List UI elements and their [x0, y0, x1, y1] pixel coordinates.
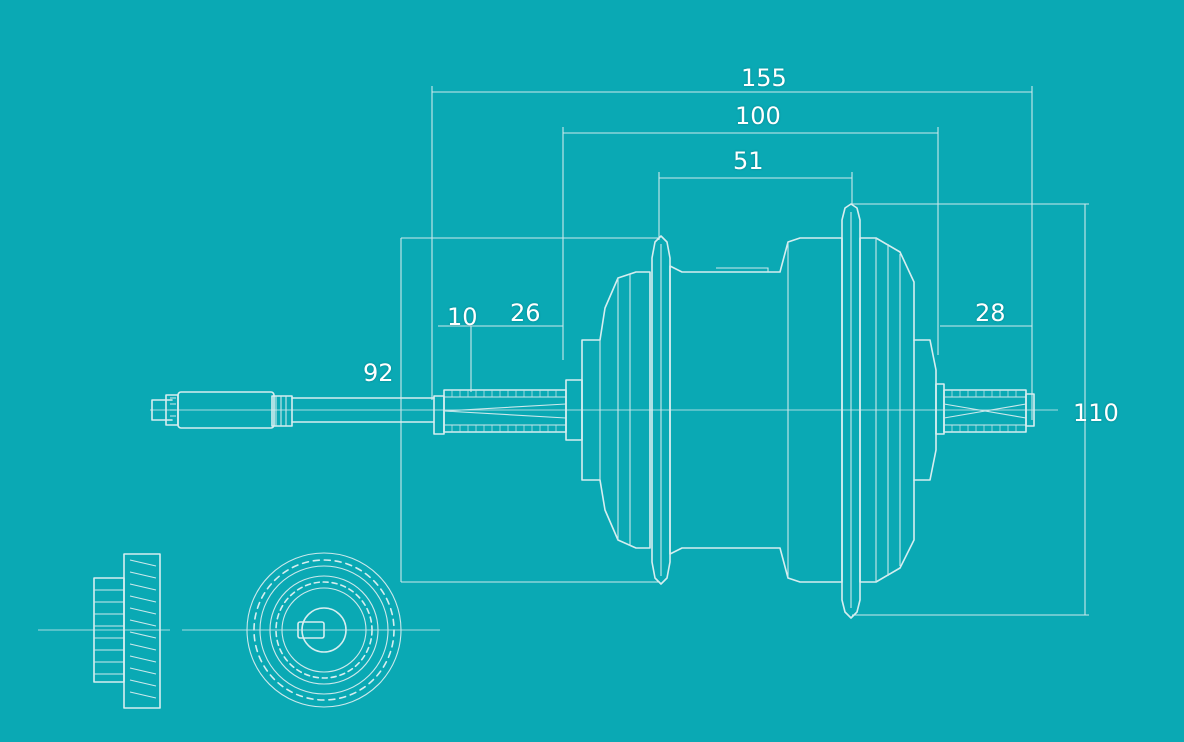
dimension-label-26: 26 — [510, 299, 541, 327]
dimension-label-28: 28 — [975, 299, 1006, 327]
dimension-label-92: 92 — [363, 359, 394, 387]
axle — [150, 379, 1058, 441]
cable-connector — [151, 391, 293, 429]
right-flange — [841, 203, 861, 619]
left-thread — [433, 379, 583, 441]
dimension-label-155: 155 — [741, 64, 787, 92]
right-cover — [859, 237, 915, 583]
dim-line-100 — [562, 127, 939, 360]
dim-line-155 — [431, 86, 1033, 420]
right-thread — [935, 383, 1035, 435]
dimension-label-51: 51 — [733, 147, 764, 175]
gear-front-view — [182, 552, 440, 708]
left-flange — [651, 235, 671, 585]
dimension-label-10: 10 — [447, 303, 478, 331]
dimension-label-110: 110 — [1073, 399, 1119, 427]
dim-line-10-26 — [438, 325, 563, 392]
dimension-label-100: 100 — [735, 102, 781, 130]
dim-line-51 — [658, 172, 853, 240]
axle-left-shaft — [291, 397, 435, 423]
dim-line-110 — [852, 203, 1089, 616]
gear-side-view — [38, 553, 170, 709]
hub-body — [581, 203, 937, 619]
